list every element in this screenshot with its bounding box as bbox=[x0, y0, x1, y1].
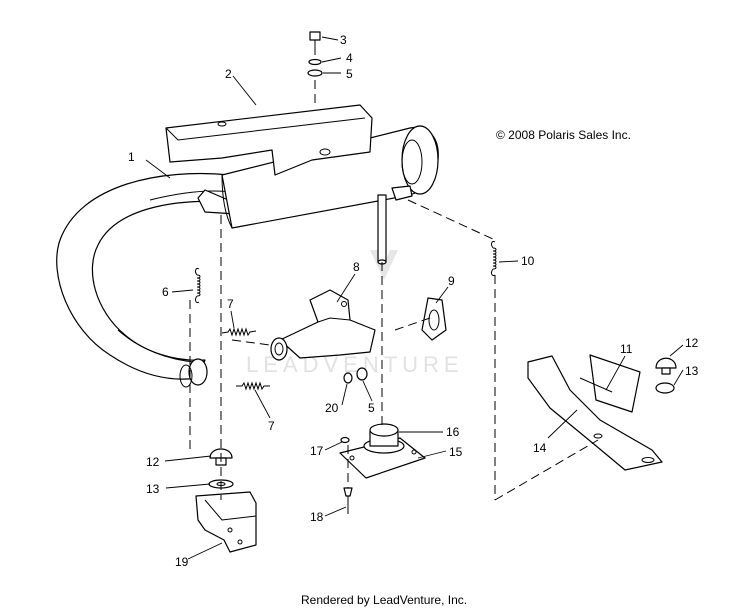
callout-10: 10 bbox=[521, 254, 535, 268]
washer-5-lower bbox=[356, 367, 368, 381]
spring-7-lower bbox=[236, 381, 270, 391]
callout-5-upper: 5 bbox=[346, 67, 353, 81]
callout-11: 11 bbox=[620, 342, 633, 356]
assembly-lines bbox=[189, 199, 599, 501]
callout-18: 18 bbox=[310, 510, 324, 524]
callout-1: 1 bbox=[128, 150, 135, 164]
exhaust-pipe bbox=[56, 172, 241, 388]
spring-6 bbox=[195, 268, 201, 303]
leader-lines bbox=[145, 36, 684, 560]
callout-7-lower: 7 bbox=[268, 419, 275, 433]
callout-15: 15 bbox=[449, 445, 463, 459]
manifold-gasket bbox=[421, 297, 447, 341]
grommet-right bbox=[655, 357, 677, 375]
spring-10 bbox=[491, 241, 497, 276]
callout-12-right: 12 bbox=[685, 336, 699, 350]
bracket-19 bbox=[195, 491, 257, 553]
callout-3: 3 bbox=[340, 33, 347, 47]
callout-13-right: 13 bbox=[685, 364, 699, 378]
callout-14: 14 bbox=[533, 441, 547, 455]
washer-13-right bbox=[655, 382, 675, 394]
spring-7-upper bbox=[221, 327, 257, 337]
callout-20: 20 bbox=[325, 401, 339, 415]
callout-8: 8 bbox=[353, 260, 360, 274]
callout-2: 2 bbox=[225, 67, 232, 81]
callouts: 1 2 3 4 5 6 7 7 8 9 10 11 12 13 14 15 16… bbox=[128, 33, 699, 569]
screw-18 bbox=[343, 487, 353, 514]
callout-16: 16 bbox=[446, 425, 460, 439]
bolt-stack bbox=[307, 31, 323, 105]
washer-17 bbox=[340, 436, 350, 444]
callout-6: 6 bbox=[162, 285, 169, 299]
callout-19: 19 bbox=[175, 555, 189, 569]
isolator-mount bbox=[339, 423, 426, 479]
heat-shield bbox=[165, 104, 373, 176]
callout-17: 17 bbox=[310, 444, 324, 458]
rendered-by-text: Rendered by LeadVenture, Inc. bbox=[301, 593, 467, 607]
callout-5-lower: 5 bbox=[368, 401, 375, 415]
support-post bbox=[377, 194, 387, 265]
callout-9: 9 bbox=[448, 274, 455, 288]
muffler bbox=[221, 125, 439, 229]
washer-20 bbox=[343, 372, 353, 384]
copyright-text: © 2008 Polaris Sales Inc. bbox=[496, 128, 631, 142]
callout-7-upper: 7 bbox=[227, 297, 234, 311]
bracket-14 bbox=[527, 354, 663, 471]
callout-13-left: 13 bbox=[146, 482, 160, 496]
exhaust-manifold bbox=[270, 289, 376, 361]
callout-4: 4 bbox=[346, 51, 353, 65]
callout-12-left: 12 bbox=[146, 455, 160, 469]
